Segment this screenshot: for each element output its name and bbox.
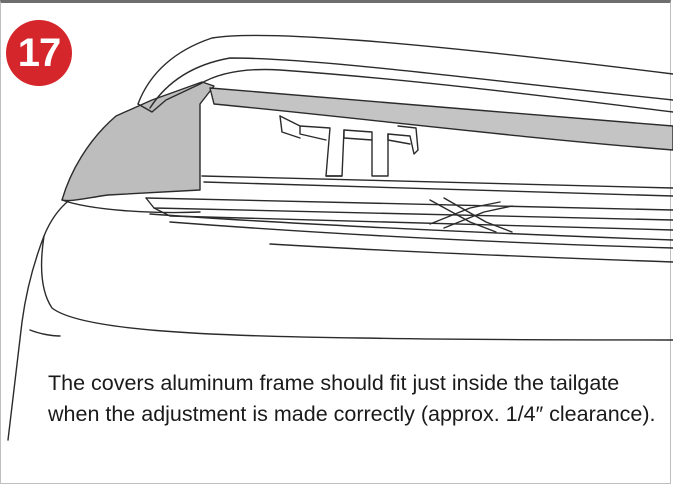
- cross-brace-4: [443, 205, 513, 229]
- bed-rail-6: [149, 213, 673, 241]
- bed-rail-2: [203, 181, 673, 197]
- bed-rail-4: [145, 197, 673, 221]
- frame-top-rail-3: [199, 68, 673, 113]
- gasket-seal: [61, 81, 215, 202]
- bed-rail-7: [169, 221, 673, 249]
- cross-brace-3: [429, 201, 501, 225]
- tailgate-inner-curve: [40, 235, 673, 341]
- tailgate-top-curve: [61, 199, 201, 214]
- bed-rail-1: [201, 175, 673, 189]
- step-number-badge: 17: [6, 20, 72, 86]
- frame-top-rail-1: [137, 34, 673, 105]
- cross-brace-2: [443, 197, 513, 233]
- frame-inner-band: [209, 87, 673, 151]
- bed-rail-5: [153, 207, 673, 231]
- frame-top-rail-2: [149, 57, 673, 109]
- bed-rail-3: [145, 197, 673, 211]
- cross-brace-1: [429, 199, 497, 233]
- tailgate-lower-line: [29, 329, 61, 337]
- frame-lip: [137, 83, 201, 113]
- bed-rail-8: [269, 243, 673, 263]
- instruction-caption: The covers aluminum frame should fit jus…: [48, 371, 656, 426]
- clamp-bracket: [279, 115, 419, 177]
